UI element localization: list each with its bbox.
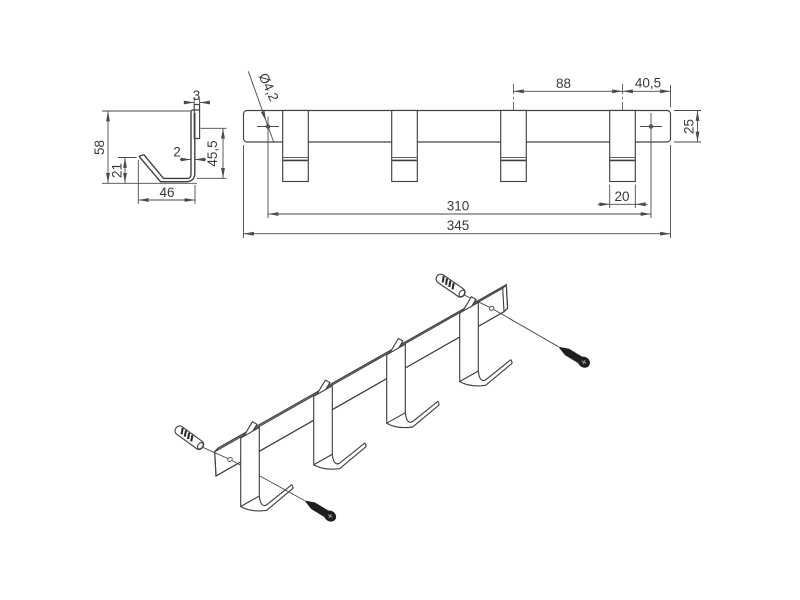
front-hook-2 <box>391 109 418 183</box>
mounting-hole-right <box>640 113 662 218</box>
dim-hook-width-20: 20 <box>597 184 648 208</box>
dim-hole-spacing-310: 310 <box>268 199 651 216</box>
dim-total-length-345: 345 <box>243 145 671 238</box>
iso-hook-3 <box>386 337 440 429</box>
dim-label-25: 25 <box>682 119 697 134</box>
dim-rail-thickness-3: 3 <box>183 88 210 105</box>
front-hook-3 <box>500 109 527 183</box>
screw-right <box>558 346 590 368</box>
dim-height-58: 58 <box>92 110 197 184</box>
front-hooks <box>282 109 636 183</box>
iso-hooks <box>240 296 513 512</box>
isometric-assembly-view <box>174 273 590 522</box>
front-view: Ø4,2 88 40,5 25 20 <box>242 71 701 238</box>
iso-hole-left <box>227 457 233 462</box>
dim-label-345: 345 <box>447 218 470 233</box>
dim-label-3: 3 <box>193 88 201 103</box>
rail-bar <box>242 109 672 143</box>
dim-drop-45-5: 45,5 <box>197 127 227 179</box>
dim-label-2: 2 <box>173 145 181 160</box>
dim-hook-spacing-88: 88 <box>513 76 623 94</box>
dim-label-58: 58 <box>92 140 107 155</box>
hook-profile <box>138 103 201 183</box>
dim-label-20: 20 <box>614 189 629 204</box>
dim-rail-height-25: 25 <box>674 110 701 143</box>
dim-material-thickness-2: 2 <box>173 145 206 162</box>
screw-left <box>304 500 337 522</box>
side-profile-view: 58 21 46 3 2 <box>92 88 227 204</box>
wall-plug-left <box>174 425 205 451</box>
dim-label-40-5: 40,5 <box>635 76 661 91</box>
front-hook-1 <box>282 109 309 183</box>
iso-hook-1 <box>240 421 294 512</box>
dim-label-46: 46 <box>159 185 174 200</box>
dim-depth-46: 46 <box>137 160 196 204</box>
iso-hole-right <box>488 305 495 311</box>
iso-rail <box>214 283 509 477</box>
dim-label-310: 310 <box>447 199 470 214</box>
iso-hook-4 <box>459 296 513 387</box>
rail-cross-section <box>193 103 201 140</box>
dim-label-hole: Ø4,2 <box>256 71 282 104</box>
dim-label-88: 88 <box>556 76 571 91</box>
dim-tip-height-21: 21 <box>110 157 137 184</box>
dim-end-offset-40-5: 40,5 <box>622 76 671 107</box>
wall-plug-right <box>435 273 466 298</box>
dim-label-21: 21 <box>110 163 125 178</box>
iso-hook-2 <box>313 379 367 470</box>
front-hook-4 <box>609 109 636 183</box>
dim-label-45-5: 45,5 <box>205 140 220 166</box>
